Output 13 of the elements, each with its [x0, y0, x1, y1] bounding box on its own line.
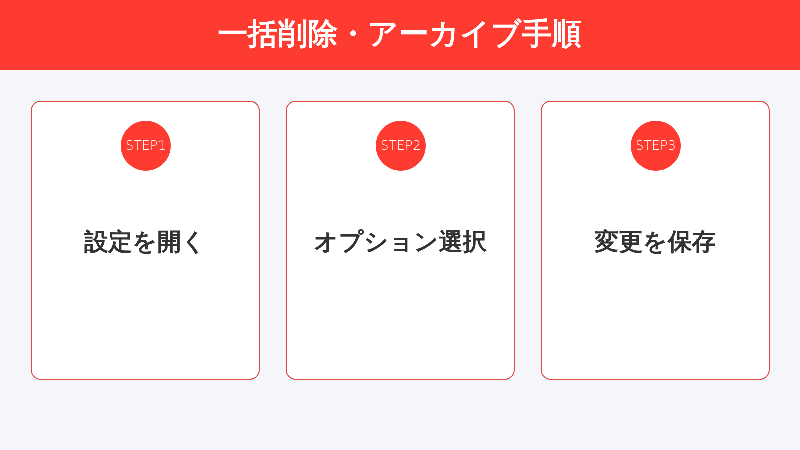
step-card — [541, 101, 770, 380]
page-title: 一括削除・アーカイブ手順 — [218, 17, 582, 53]
step-card — [31, 101, 260, 380]
step-card — [286, 101, 515, 380]
step-title: 設定を開く — [83, 228, 208, 257]
step-title: オプション選択 — [313, 228, 488, 257]
step-circle — [631, 121, 681, 171]
step-circle — [121, 121, 171, 171]
step-number: STEP3 — [636, 140, 676, 152]
step-circle — [376, 121, 426, 171]
step-title: 変更を保存 — [594, 228, 717, 257]
step-number: STEP2 — [380, 140, 422, 152]
step-number: STEP1 — [126, 140, 166, 152]
